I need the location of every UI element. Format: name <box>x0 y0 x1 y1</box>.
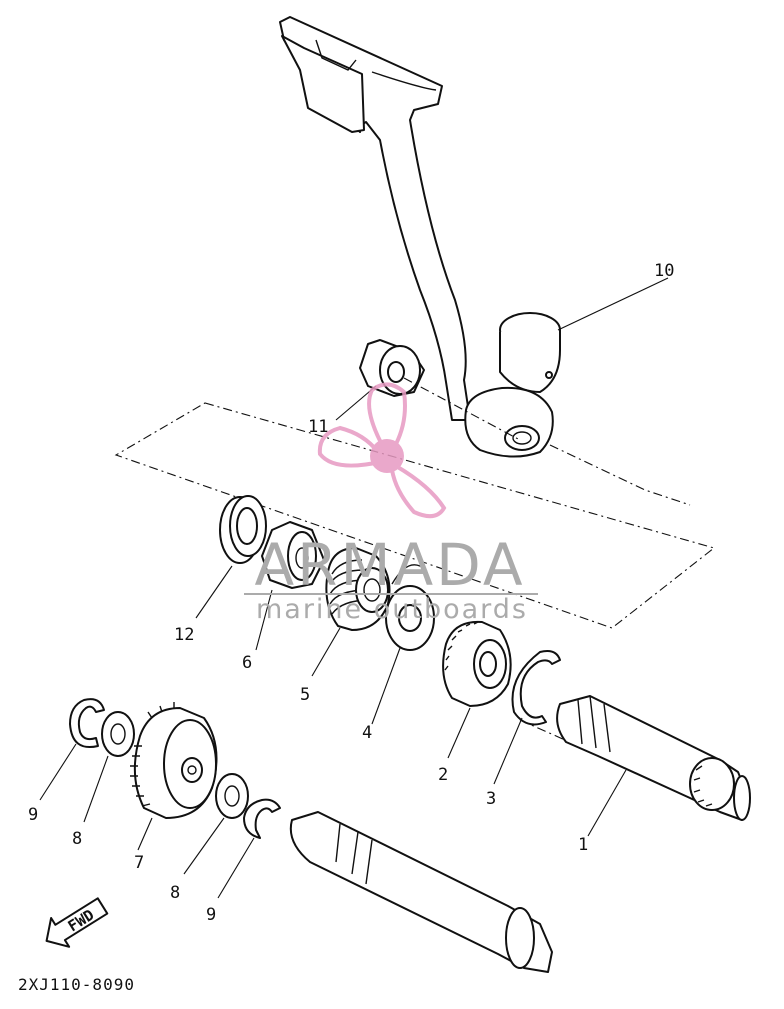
kick-axle-part-1 <box>556 695 751 821</box>
washer-part-8-right <box>215 773 249 819</box>
torsion-spring-part-5 <box>325 547 428 631</box>
circlip-part-9-right <box>243 798 281 839</box>
part-number-label: 11 <box>308 417 328 437</box>
part-number-labels: 1 2 3 4 5 6 7 8 8 9 9 10 11 12 <box>28 261 674 925</box>
part-number-label: 4 <box>362 723 372 743</box>
assembly-plane-outline <box>114 402 716 629</box>
leader-lines <box>39 277 669 899</box>
part-number-label: 2 <box>438 765 448 785</box>
washer-part-8-left <box>101 711 135 757</box>
part-number-label: 5 <box>300 685 310 705</box>
kick-crank-lever <box>279 16 561 458</box>
circlip-part-9-left <box>69 698 105 748</box>
fwd-direction-arrow: FWD <box>45 897 109 948</box>
part-number-label: 9 <box>28 805 38 825</box>
drawing-code: 2XJ110-8090 <box>18 975 135 994</box>
watermark-tagline: marine outboards <box>256 594 528 625</box>
nut-part-11 <box>359 339 425 397</box>
part-number-label: 7 <box>134 853 144 873</box>
washer-part-4 <box>385 585 435 651</box>
shaft-axis-upper <box>403 377 521 441</box>
shaft-axis-mid <box>549 444 691 506</box>
part-number-label: 3 <box>486 789 496 809</box>
part-number-label: 6 <box>242 653 252 673</box>
part-number-label: 8 <box>170 883 180 903</box>
part-number-label: 10 <box>654 261 674 281</box>
idler-gear-part-7 <box>130 702 218 819</box>
propeller-logo-icon <box>317 382 447 519</box>
part-number-label: 12 <box>174 625 194 645</box>
idler-shaft <box>289 811 553 973</box>
collar-part-6 <box>261 521 325 589</box>
oil-seal-part-12 <box>219 495 267 564</box>
watermark-brand: ARMADA <box>254 531 525 599</box>
ratchet-wheel-part-2 <box>442 620 512 707</box>
circlip-part-3 <box>511 650 561 726</box>
part-number-label: 9 <box>206 905 216 925</box>
part-number-label: 1 <box>578 835 588 855</box>
part-number-label: 8 <box>72 829 82 849</box>
